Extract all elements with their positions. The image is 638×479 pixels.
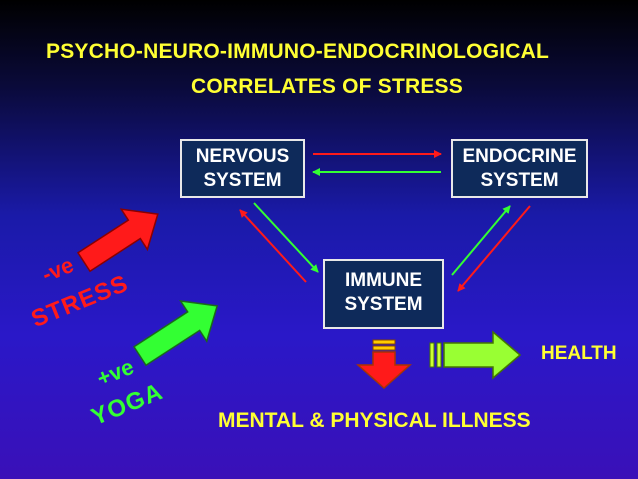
title-line-1: PSYCHO-NEURO-IMMUNO-ENDOCRINOLOGICAL [46,40,550,63]
endocrine-system-box: ENDOCRINE SYSTEM [451,139,588,198]
illness-label: MENTAL & PHYSICAL ILLNESS [218,409,531,432]
immune-line2: SYSTEM [344,294,423,315]
endocrine-line1: ENDOCRINE [462,146,577,167]
endocrine-line2: SYSTEM [480,170,559,191]
health-right-arrow [429,330,522,380]
yoga-block-arrow [132,300,219,367]
arrow-immune-to-endocrine [451,205,511,276]
nervous-line1: NERVOUS [195,146,290,167]
arrow-endocrine-to-immune [457,205,531,292]
illness-down-arrow [356,339,412,390]
immune-line1: IMMUNE [344,270,423,291]
nervous-line2: SYSTEM [203,170,282,191]
health-label: HEALTH [541,343,617,364]
nervous-system-box: NERVOUS SYSTEM [180,139,305,198]
stress-block-arrow [76,208,159,273]
arrow-immune-to-nervous [239,209,307,283]
immune-system-box: IMMUNE SYSTEM [323,259,444,329]
arrow-nervous-to-immune [253,202,319,273]
title-line-2: CORRELATES OF STRESS [191,75,463,98]
